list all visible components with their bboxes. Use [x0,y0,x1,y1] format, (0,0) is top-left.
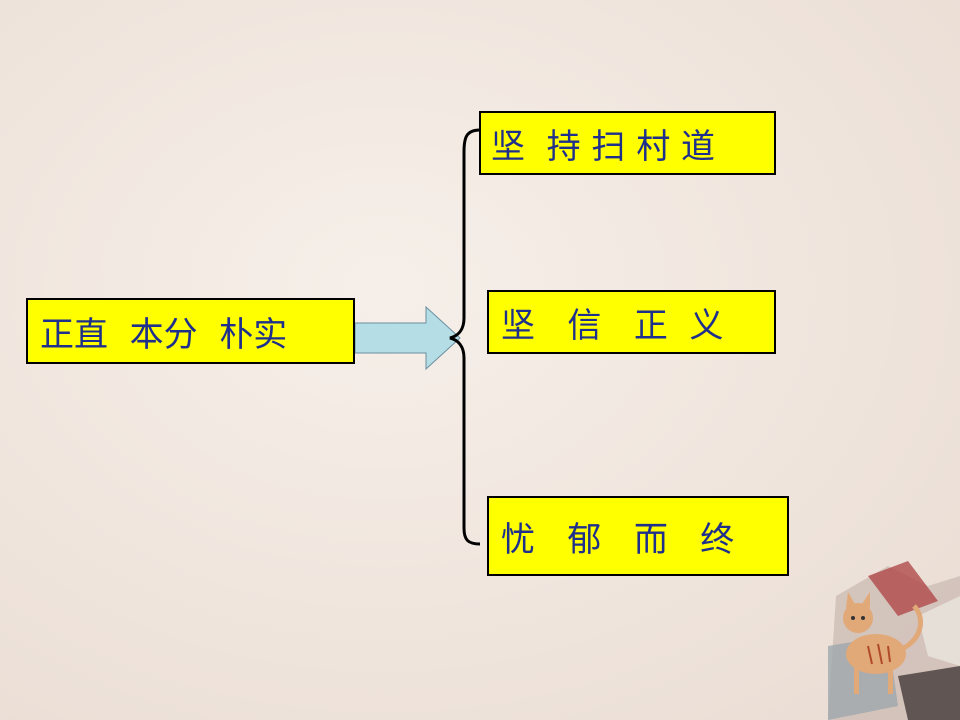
branch-label-1: 坚 持 扫 村 道 [491,126,716,167]
curly-brace-icon [449,128,481,546]
right-arrow-icon [354,305,461,371]
branch-label-2: 坚 信 正 义 [501,305,724,346]
branch-box-3: 忧 郁 而 终 [487,496,789,576]
cat-illustration-icon [828,561,960,720]
source-box: 正直 本分 朴实 [26,298,355,364]
branch-box-2: 坚 信 正 义 [487,290,776,354]
source-label: 正直 本分 朴实 [40,314,288,355]
branch-box-1: 坚 持 扫 村 道 [479,111,776,175]
branch-label-3: 忧 郁 而 终 [501,519,735,560]
